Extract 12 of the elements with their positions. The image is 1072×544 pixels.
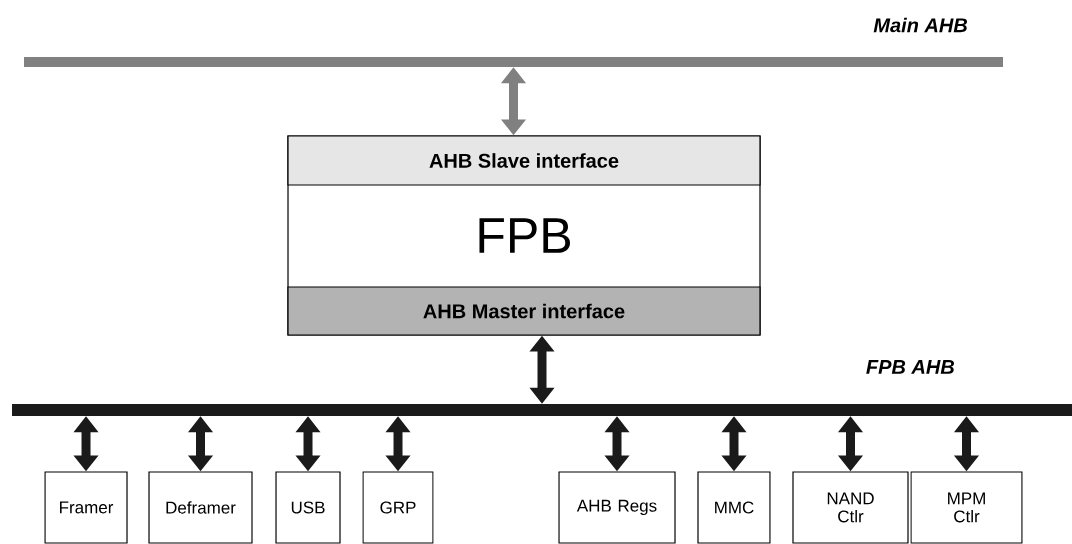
interface-band: AHB Slave interface — [287, 135, 761, 186]
bus-label: FPB AHB — [866, 360, 954, 374]
peripheral-box: Framer — [44, 471, 128, 544]
peripheral-box: USB — [275, 471, 341, 544]
peripheral-box: MMC — [697, 471, 771, 544]
bus-label: Main AHB — [873, 17, 967, 33]
peripheral-box: AHB Regs — [558, 471, 676, 544]
peripheral-box: Deframer — [148, 471, 253, 544]
peripheral-box: MPM Ctlr — [910, 471, 1023, 544]
interface-band: AHB Master interface — [287, 286, 761, 336]
peripheral-box: GRP — [362, 471, 434, 544]
peripheral-box: NAND Ctlr — [792, 471, 909, 544]
